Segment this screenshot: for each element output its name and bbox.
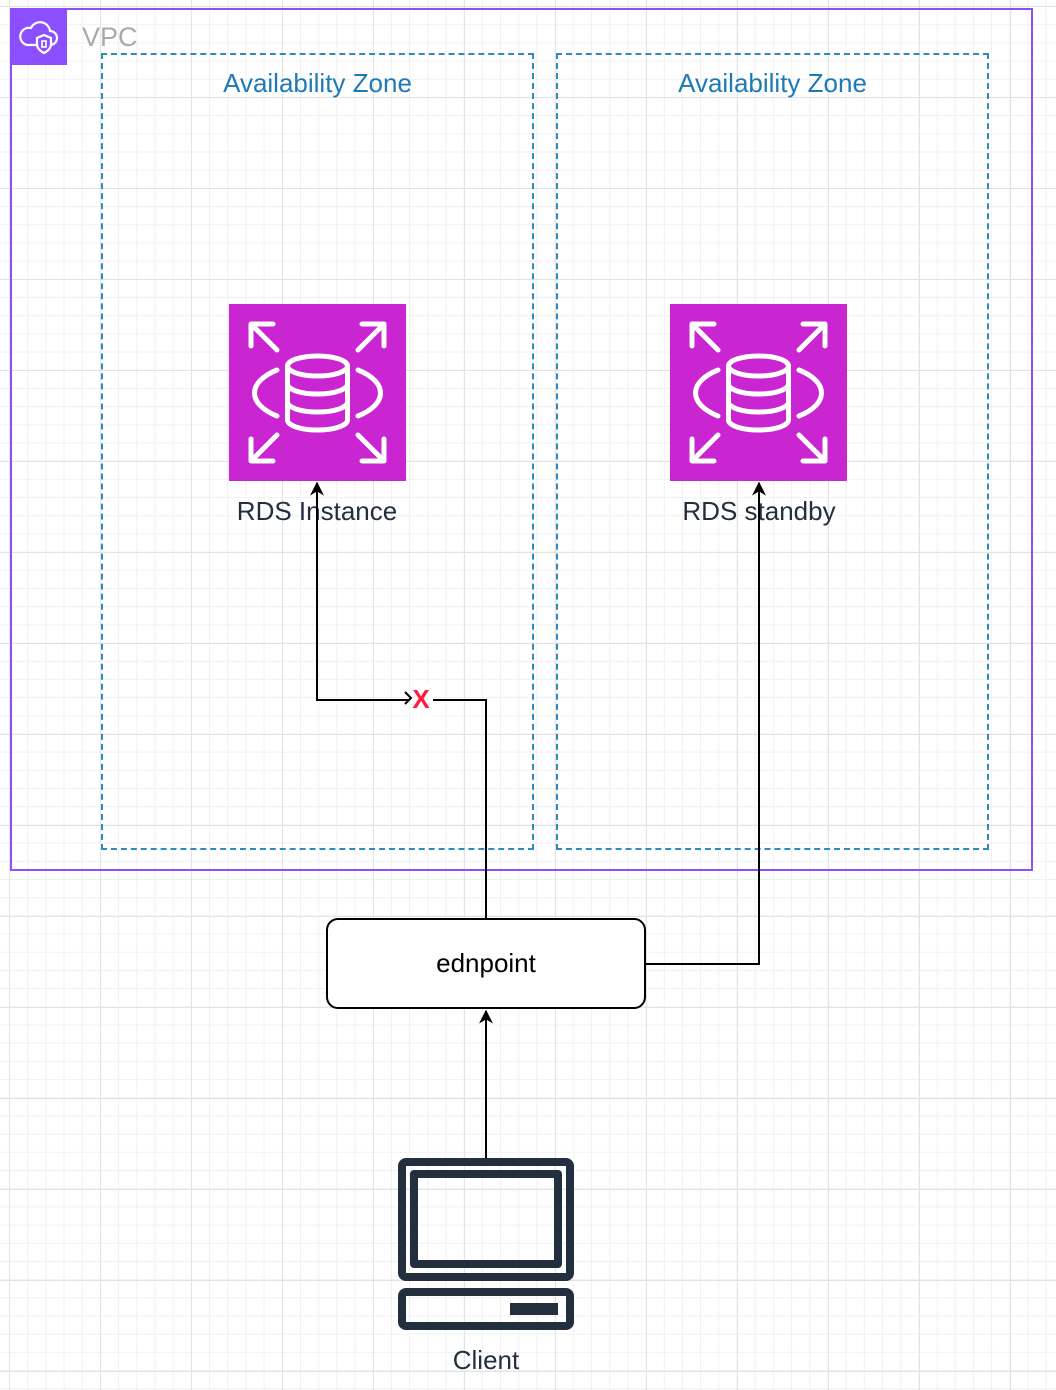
rds-database-icon bbox=[689, 321, 828, 464]
broken-link-chevron-icon bbox=[404, 691, 413, 705]
availability-zone-2[interactable] bbox=[556, 53, 989, 850]
failure-x-mark: X bbox=[412, 684, 430, 714]
rds-database-icon bbox=[248, 321, 387, 464]
client-label: Client bbox=[452, 1345, 520, 1375]
availability-zone-2-label: Availability Zone bbox=[678, 68, 867, 98]
rds-standby-node[interactable] bbox=[670, 304, 847, 481]
endpoint-node[interactable]: ednpoint bbox=[326, 918, 646, 1009]
vpc-label: VPC bbox=[82, 22, 138, 52]
endpoint-label: ednpoint bbox=[436, 948, 536, 978]
edge-endpoint-to-rds-instance[interactable] bbox=[317, 483, 487, 918]
vpc-icon bbox=[10, 8, 67, 65]
broken-link-gap bbox=[411, 684, 433, 734]
availability-zone-1-label: Availability Zone bbox=[223, 68, 412, 98]
vpc-group[interactable] bbox=[10, 8, 1033, 871]
rds-instance-node[interactable] bbox=[229, 304, 406, 481]
availability-zone-1[interactable] bbox=[101, 53, 534, 850]
edge-endpoint-to-rds-standby[interactable] bbox=[646, 481, 766, 965]
